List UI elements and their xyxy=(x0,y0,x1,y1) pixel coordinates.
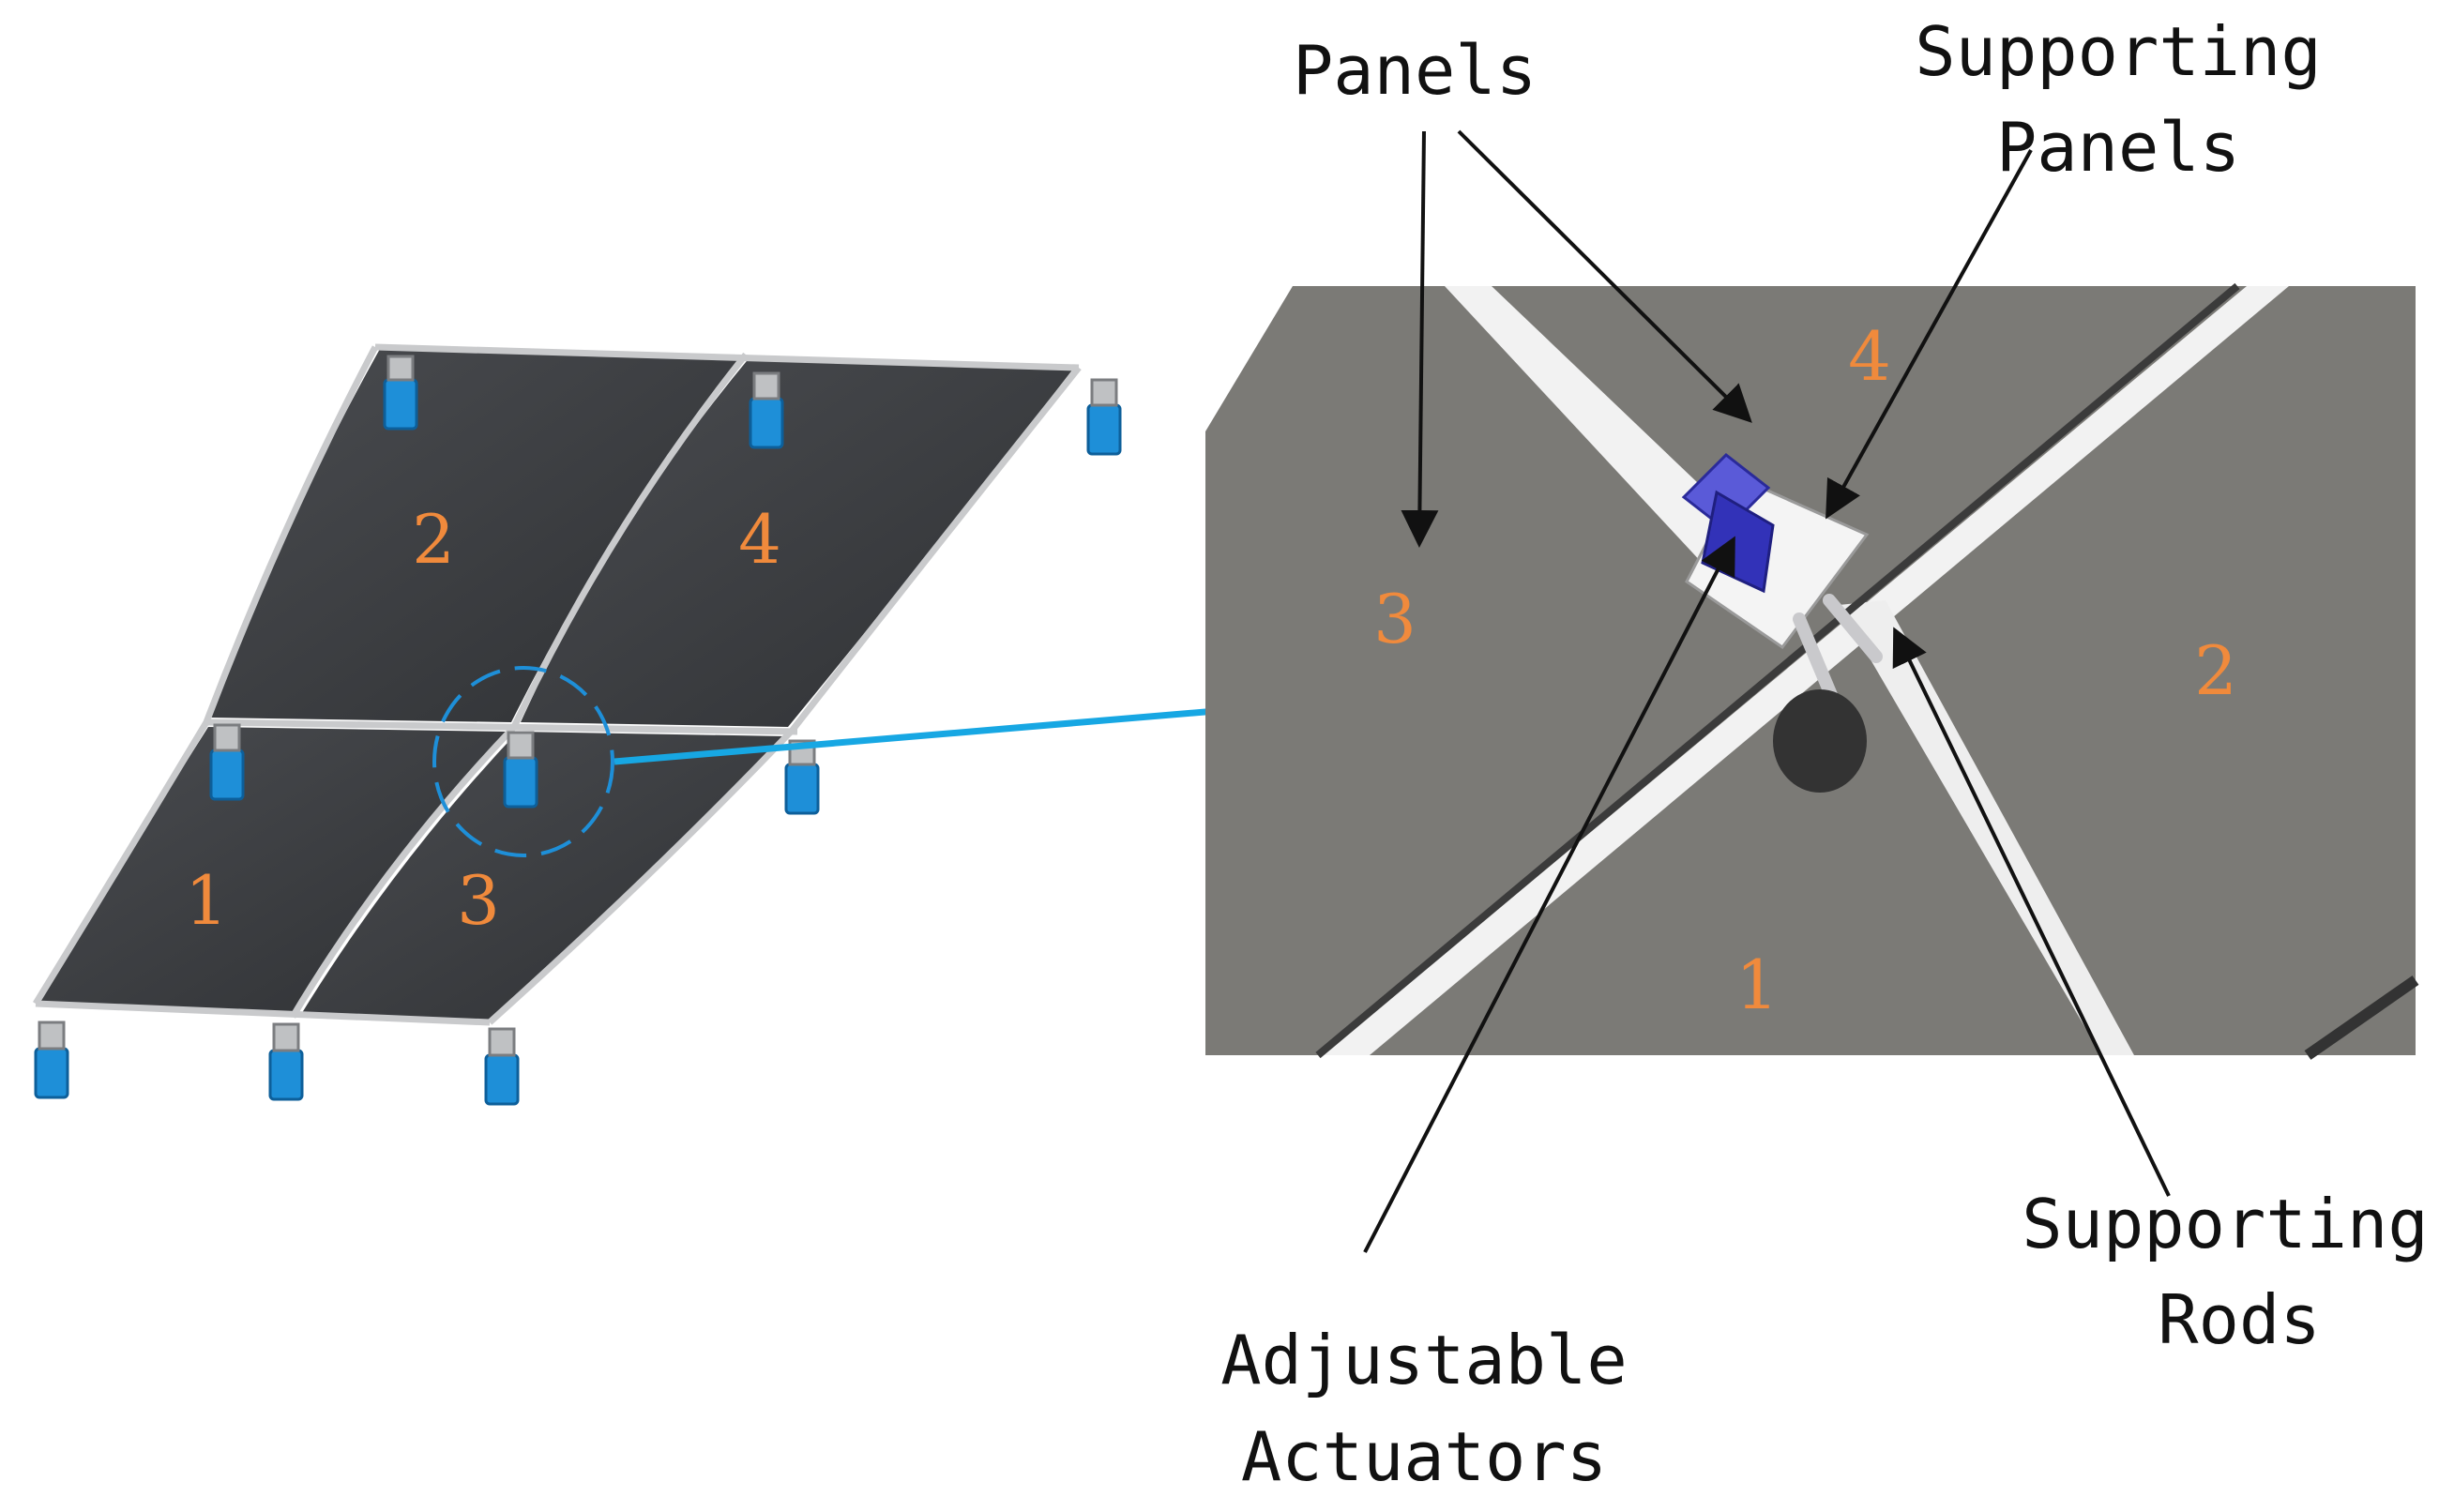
actuator xyxy=(383,355,418,431)
label-supporting-rods-line2: Rods xyxy=(2158,1280,2320,1359)
detail-panel-edge-right xyxy=(2304,975,2419,1060)
detail-panel-edge xyxy=(1315,282,2240,1059)
actuator xyxy=(268,1022,304,1101)
left-actuators xyxy=(34,355,1122,1106)
reflector-assembly: 1 2 3 4 xyxy=(33,343,1122,1106)
actuator xyxy=(1086,378,1122,456)
zoom-circle xyxy=(432,666,614,857)
actuator xyxy=(209,723,245,801)
actuator xyxy=(784,739,820,815)
actuator xyxy=(503,731,538,809)
actuator xyxy=(34,1021,69,1099)
detail-panel-number-3: 3 xyxy=(1373,580,1416,658)
label-supporting-panels-line2: Panels xyxy=(1996,108,2240,187)
panel-2 xyxy=(211,349,741,722)
left-panel-number-1: 1 xyxy=(185,861,228,940)
label-supporting-panels-line1: Supporting xyxy=(1915,12,2321,91)
label-adjustable-actuators-line1: Adjustable xyxy=(1220,1321,1627,1399)
leader-panels-right xyxy=(1457,129,1752,423)
detail-panel-number-2: 2 xyxy=(2194,631,2237,710)
detail-view: 1 2 3 4 xyxy=(1205,282,2419,1060)
leader-panels-left xyxy=(1401,130,1439,548)
actuator xyxy=(484,1027,520,1106)
detail-panel-number-1: 1 xyxy=(1735,945,1779,1024)
detail-panel-number-4: 4 xyxy=(1848,317,1891,396)
panel-3 xyxy=(300,732,786,1021)
label-adjustable-actuators-line2: Actuators xyxy=(1241,1417,1607,1496)
detail-gap-right xyxy=(1839,600,2134,1055)
left-panel-number-4: 4 xyxy=(738,500,781,579)
panel-1 xyxy=(38,727,507,1015)
label-panels: Panels xyxy=(1293,31,1537,110)
actuator xyxy=(749,371,784,449)
label-supporting-rods-line1: Supporting xyxy=(2022,1185,2428,1263)
left-supporting-rods xyxy=(33,343,1082,1026)
leader-adjustable-actuators xyxy=(1363,536,1735,1253)
leader-supporting-panels xyxy=(1825,149,2033,520)
left-panel-number-3: 3 xyxy=(457,861,500,940)
actuator-shadow xyxy=(1773,689,1867,793)
panel-4 xyxy=(521,356,1074,727)
leader-supporting-rods xyxy=(1892,627,2171,1197)
left-panel-number-2: 2 xyxy=(412,500,455,579)
callouts: Panels Supporting Panels Adjustable Actu… xyxy=(1220,12,2428,1496)
